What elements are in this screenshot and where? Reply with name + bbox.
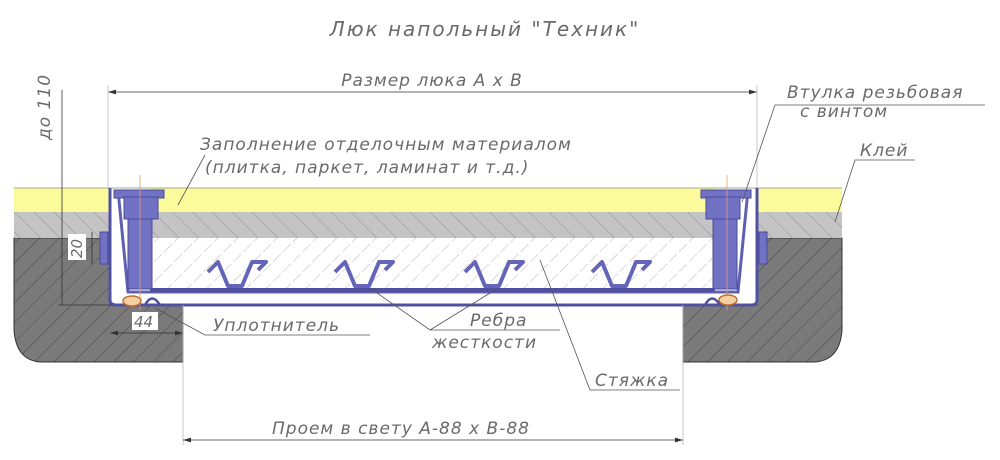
dim-44-label: 44 [134, 313, 153, 331]
dim-20-label: 20 [68, 239, 86, 258]
filling-label-2: (плитка, паркет, ламинат и т.д.) [205, 158, 529, 178]
seal-left [122, 295, 142, 307]
screed-label: Стяжка [595, 371, 669, 391]
seal-right [718, 294, 738, 306]
hatch-frame-outer [108, 188, 759, 307]
depth-label: до 110 [35, 74, 55, 141]
finish-layer-right [757, 188, 842, 212]
filling-label-1: Заполнение отделочным материалом [200, 135, 572, 155]
glue-label: Клей [860, 141, 908, 161]
glue-layer-right [757, 212, 842, 238]
seal-label: Уплотнитель [213, 316, 340, 336]
bushing-label-2: с винтом [800, 102, 888, 122]
anchor-left [99, 231, 109, 265]
opening-label: Проем в свету А-88 х В-88 [272, 419, 530, 439]
bushing-label-1: Втулка резьбовая [787, 83, 963, 103]
anchor-right [758, 231, 768, 265]
stiffening-ribs [206, 260, 652, 288]
bushing-right [700, 175, 752, 310]
ribs-label-2: жесткости [431, 333, 537, 353]
bushing-left [113, 175, 165, 310]
hatch-size-label: Размер люка А х В [341, 71, 523, 91]
drawing-title: Люк напольный "Техник" [329, 17, 641, 41]
glue-layer-inner [150, 212, 715, 238]
ribs-label-1: Ребра [470, 311, 527, 331]
finish-layer-inner [150, 188, 715, 212]
